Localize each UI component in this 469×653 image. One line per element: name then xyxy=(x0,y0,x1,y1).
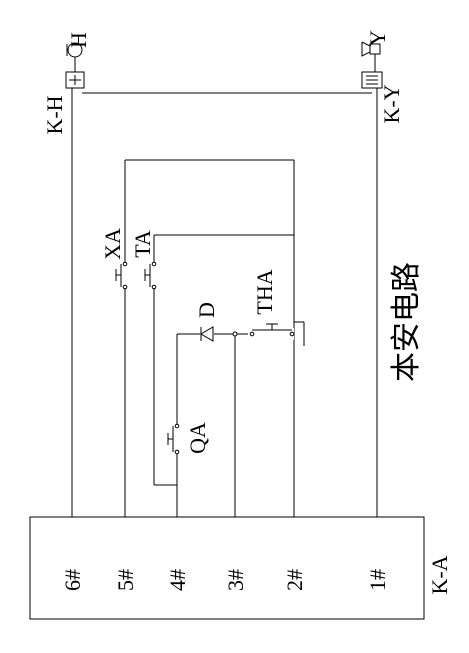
junction-node-3 xyxy=(232,331,238,337)
terminal-box-label: K-A xyxy=(427,555,452,594)
switch-tha-label: THA xyxy=(252,269,277,314)
switch-ta-label: TA xyxy=(130,230,155,258)
switch-xa-label: XA xyxy=(100,228,125,260)
diode-icon xyxy=(200,326,214,342)
switch-xa-icon xyxy=(115,261,131,290)
diagram-title: 本安电路 xyxy=(389,262,424,382)
terminal-label-2: 2# xyxy=(282,569,307,591)
terminal-label-4: 4# xyxy=(165,569,190,591)
terminal-label-5: 5# xyxy=(113,569,138,591)
switch-ta-icon xyxy=(144,261,160,290)
speaker-icon xyxy=(361,41,381,72)
switch-qa-icon xyxy=(167,423,183,455)
relay-ky-icon xyxy=(361,71,383,89)
horn-icon xyxy=(66,42,83,72)
speaker-label: Y xyxy=(365,30,390,46)
relay-ky-label: K-Y xyxy=(379,84,404,123)
switch-qa-label: QA xyxy=(185,422,210,454)
diode-label: D xyxy=(194,302,219,318)
terminal-label-3: 3# xyxy=(223,569,248,591)
relay-kh-label: K-H xyxy=(42,95,67,134)
terminal-label-1: 1# xyxy=(365,569,390,591)
switch-tha-icon xyxy=(248,321,305,346)
horn-label: H xyxy=(66,32,91,48)
relay-kh-icon xyxy=(65,71,85,89)
terminal-box-ka xyxy=(29,516,425,620)
terminal-label-6: 6# xyxy=(60,569,85,591)
